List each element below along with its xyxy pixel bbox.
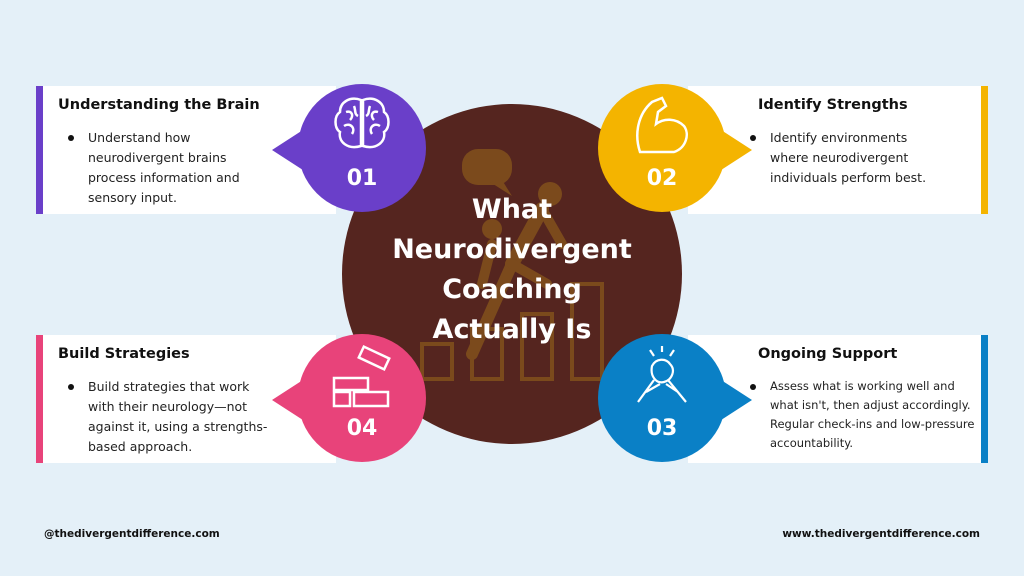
step-badge-04: 04 bbox=[272, 334, 426, 462]
step-card-01: Understanding the Brain Understand how n… bbox=[36, 86, 336, 214]
step-number: 04 bbox=[346, 416, 378, 441]
title-line: Coaching bbox=[442, 274, 582, 305]
accent-bar bbox=[36, 86, 43, 214]
step-heading: Understanding the Brain bbox=[58, 97, 260, 113]
step-badge-03: 03 bbox=[598, 334, 752, 462]
step-number: 01 bbox=[346, 166, 378, 191]
step-heading: Ongoing Support bbox=[758, 346, 898, 362]
flexed-arm-icon bbox=[636, 96, 688, 154]
accent-bar bbox=[981, 335, 988, 463]
accent-bar bbox=[36, 335, 43, 463]
step-badge-02: 02 bbox=[598, 84, 752, 212]
title-line: Neurodivergent bbox=[392, 234, 632, 265]
step-heading: Build Strategies bbox=[58, 346, 190, 362]
building-blocks-icon bbox=[332, 344, 391, 408]
title-line: Actually Is bbox=[432, 314, 592, 345]
brain-icon bbox=[334, 97, 390, 149]
step-bullet: Build strategies that work with their ne… bbox=[58, 377, 273, 457]
accent-bar bbox=[981, 86, 988, 214]
step-bullet: Identify environments where neurodiverge… bbox=[740, 128, 940, 188]
step-number: 03 bbox=[646, 416, 678, 441]
step-heading: Identify Strengths bbox=[758, 97, 908, 113]
step-card-04: Build Strategies Build strategies that w… bbox=[36, 335, 336, 463]
step-number: 02 bbox=[646, 166, 678, 191]
coaching-figure-icon bbox=[420, 149, 604, 381]
website-link[interactable]: www.thedivergentdifference.com bbox=[782, 528, 980, 540]
social-handle: @thedivergentdifference.com bbox=[44, 528, 220, 540]
title-line: What bbox=[471, 194, 553, 225]
page-title: What Neurodivergent Coaching Actually Is bbox=[342, 190, 682, 350]
step-bullet: Assess what is working well and what isn… bbox=[740, 377, 980, 453]
step-bullet: Understand how neurodivergent brains pro… bbox=[58, 128, 258, 208]
clasped-hands-icon bbox=[637, 346, 687, 403]
step-badge-01: 01 bbox=[272, 84, 426, 212]
